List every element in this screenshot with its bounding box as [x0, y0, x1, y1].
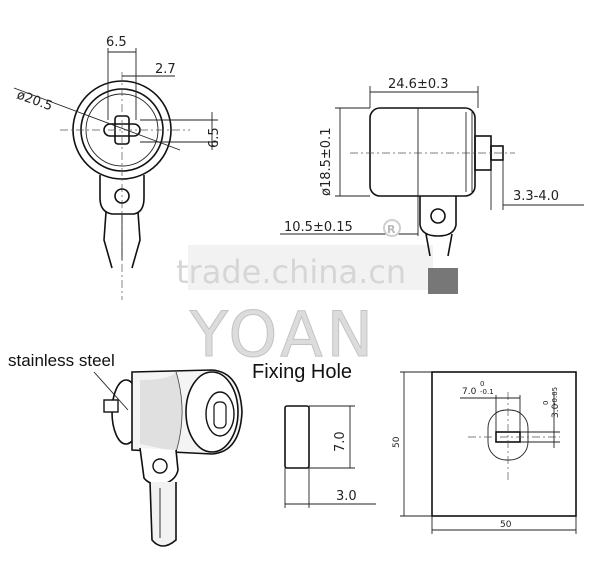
perspective-keyway: [213, 401, 227, 429]
perspective-material-leader: [93, 371, 129, 411]
watermark-dark-block: [428, 268, 458, 294]
side-lever-hole: [430, 208, 446, 224]
plate-view: 7.0 0 -0.1 3.0 0 -0.05 50 50: [392, 371, 577, 534]
side-dim-diameter: ø18.5±0.1: [319, 128, 334, 196]
side-dim-shaft: 3.3-4.0: [513, 189, 559, 204]
front-dim-diameter: ø20.5: [15, 88, 55, 115]
side-body: [369, 107, 476, 197]
side-dim-base: 10.5±0.15: [284, 220, 353, 235]
fixing-hole-title: Fixing Hole: [252, 361, 352, 383]
perspective-bracket-hole: [152, 458, 168, 474]
fixing-hole-dim-height: 7.0: [333, 431, 348, 452]
perspective-material-label: stainless steel: [8, 351, 115, 370]
side-lever-arm: [425, 233, 453, 257]
side-lever: [419, 196, 457, 237]
perspective-lever-arm: [149, 481, 177, 547]
plate-outline: [431, 371, 577, 517]
plate-dim-slot-height-tol-lower: -0.05: [551, 387, 559, 405]
front-lever-arm: [103, 211, 141, 269]
plate-dim-slot-height: 3.0: [551, 403, 561, 418]
registered-mark-letter: R: [387, 223, 396, 236]
front-view: 6.5 2.7 ø20.5 6.5: [13, 35, 222, 300]
registered-mark: [383, 219, 401, 237]
plate-dim-slot-width: 7.0: [462, 387, 477, 397]
watermark-band: [188, 245, 433, 290]
front-tab-hole: [114, 188, 130, 204]
side-view: 24.6±0.3 ø18.5±0.1 3.3-4.0 10.5±0.15 R: [280, 77, 584, 257]
front-dim-width-top: 6.5: [106, 35, 127, 50]
perspective-stub: [103, 399, 119, 413]
perspective-view: stainless steel: [8, 351, 243, 547]
plate-dim-height: 50: [392, 436, 402, 448]
front-dim-offset: 2.7: [155, 62, 176, 77]
perspective-body-shade: [140, 372, 182, 452]
plate-dim-slot-height-tol-upper: 0: [542, 401, 550, 405]
watermark-site-text: trade.china.cn: [176, 253, 406, 291]
plate-dim-slot-width-tol-lower: -0.1: [480, 388, 494, 396]
plate-dim-slot-width-tol-upper: 0: [480, 380, 484, 388]
front-dim-diameter-leader: [13, 87, 181, 151]
fixing-hole-shape: [284, 405, 310, 469]
watermark: trade.china.cn YOAN: [176, 245, 458, 372]
fixing-hole-view: Fixing Hole 7.0 3.0: [252, 361, 376, 508]
watermark-brand-text: YOAN: [189, 298, 377, 371]
front-dim-height-right: 6.5: [207, 127, 222, 148]
front-tab: [99, 175, 145, 215]
plate-dim-width: 50: [500, 520, 512, 530]
fixing-hole-dim-width: 3.0: [336, 489, 357, 504]
side-dim-length: 24.6±0.3: [388, 77, 449, 92]
